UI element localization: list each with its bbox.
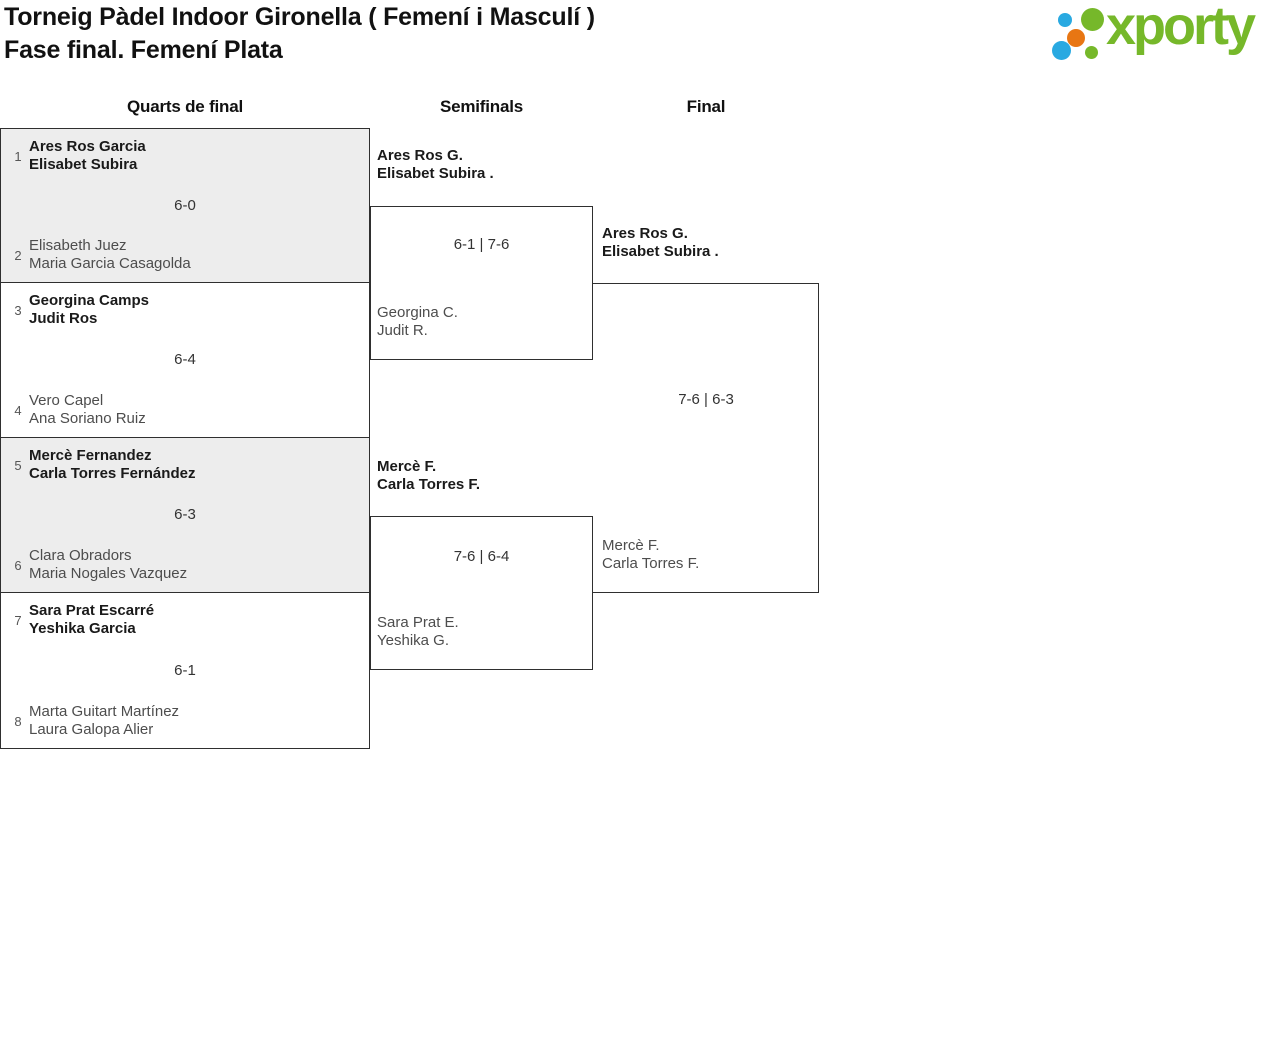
player-name: Marta Guitart Martínez	[29, 703, 180, 720]
player-name: Yeshika G.	[377, 632, 449, 649]
player-name: Georgina Camps	[29, 292, 150, 309]
player-name: Sara Prat E.	[377, 614, 459, 631]
player-name: Mercè Fernandez	[29, 447, 152, 464]
match-score: 7-6 | 6-3	[678, 391, 734, 408]
team-names: Sara Prat Escarré Yeshika Garcia	[29, 602, 154, 638]
logo-wordmark: xporty	[1106, 0, 1256, 56]
player-name: Elisabet Subira	[29, 156, 138, 173]
logo-dot-icon	[1067, 29, 1085, 47]
logo-dot-icon	[1058, 13, 1072, 27]
team-names: Ares Ros G. Elisabet Subira .	[602, 225, 719, 261]
team-names: Vero Capel Ana Soriano Ruiz	[29, 392, 146, 428]
player-name: Mercè F.	[377, 458, 437, 475]
player-name: Mercè F.	[602, 537, 660, 554]
seed-number: 4	[14, 402, 22, 418]
player-name: Yeshika Garcia	[29, 620, 136, 637]
player-name: Carla Torres F.	[602, 555, 700, 572]
match-score: 7-6 | 6-4	[453, 548, 510, 565]
team-names: Georgina C. Judit R.	[377, 304, 458, 340]
match-score: 6-1 | 7-6	[453, 236, 510, 253]
player-name: Maria Garcia Casagolda	[29, 255, 191, 272]
team-names: Ares Ros G. Elisabet Subira .	[377, 147, 494, 183]
quarterfinal-match-2: 3 Georgina Camps Judit Ros 6-4 4 Vero Ca…	[0, 282, 370, 438]
team-slot: 5 Mercè Fernandez Carla Torres Fernández	[7, 447, 363, 483]
logo-dot-icon	[1052, 41, 1071, 60]
team-slot: 3 Georgina Camps Judit Ros	[7, 292, 363, 328]
player-name: Elisabet Subira .	[377, 165, 494, 182]
match-score: 6-3	[174, 506, 196, 523]
team-names: Georgina Camps Judit Ros	[29, 292, 149, 328]
team-slot: 1 Ares Ros Garcia Elisabet Subira	[7, 138, 363, 174]
player-name: Ana Soriano Ruiz	[29, 410, 146, 427]
final-match-box	[593, 283, 819, 593]
phase-subtitle: Fase final. Femení Plata	[4, 36, 283, 64]
player-name: Ares Ros G.	[602, 225, 688, 242]
player-name: Sara Prat Escarré	[29, 602, 155, 619]
seed-number: 5	[14, 457, 22, 473]
team-names: Sara Prat E. Yeshika G.	[377, 614, 459, 650]
team-names: Ares Ros Garcia Elisabet Subira	[29, 138, 146, 174]
seed-number: 1	[14, 148, 22, 164]
xporty-logo[interactable]: xporty	[1048, 0, 1272, 76]
team-names: Clara Obradors Maria Nogales Vazquez	[29, 547, 187, 583]
team-names: Mercè F. Carla Torres F.	[602, 537, 699, 573]
round-header-semifinals: Semifinals	[439, 97, 524, 116]
player-name: Elisabet Subira .	[602, 243, 719, 260]
match-score: 6-0	[174, 196, 196, 214]
seed-number: 3	[14, 302, 22, 318]
player-name: Judit Ros	[29, 310, 98, 327]
player-name: Carla Torres F.	[377, 476, 481, 493]
quarterfinal-match-4: 7 Sara Prat Escarré Yeshika Garcia 6-1 8…	[0, 592, 370, 749]
player-name: Elisabeth Juez	[29, 237, 127, 254]
quarterfinal-match-1: 1 Ares Ros Garcia Elisabet Subira 6-0 2 …	[0, 128, 370, 283]
player-name: Georgina C.	[377, 304, 458, 321]
team-slot: 2 Elisabeth Juez Maria Garcia Casagolda	[7, 237, 363, 273]
team-names: Elisabeth Juez Maria Garcia Casagolda	[29, 237, 191, 273]
team-slot: 8 Marta Guitart Martínez Laura Galopa Al…	[7, 703, 363, 739]
seed-number: 8	[14, 713, 22, 729]
logo-dot-icon	[1085, 46, 1098, 59]
round-header-quarterfinals: Quarts de final	[126, 97, 244, 116]
team-names: Marta Guitart Martínez Laura Galopa Alie…	[29, 703, 179, 739]
player-name: Vero Capel	[29, 392, 104, 409]
round-header-final: Final	[686, 97, 726, 116]
player-name: Carla Torres Fernández	[29, 465, 196, 482]
player-name: Laura Galopa Alier	[29, 721, 154, 738]
logo-dot-icon	[1081, 8, 1104, 31]
seed-number: 6	[14, 557, 22, 573]
team-slot: 7 Sara Prat Escarré Yeshika Garcia	[7, 602, 363, 638]
player-name: Maria Nogales Vazquez	[29, 565, 188, 582]
tournament-title: Torneig Pàdel Indoor Gironella ( Femení …	[4, 3, 595, 31]
team-names: Mercè Fernandez Carla Torres Fernández	[29, 447, 195, 483]
page-header: Torneig Pàdel Indoor Gironella ( Femení …	[4, 1, 595, 67]
match-score: 6-1	[174, 661, 196, 679]
seed-number: 7	[14, 612, 22, 628]
player-name: Ares Ros Garcia	[29, 138, 146, 155]
semifinal-match-2-box	[370, 516, 593, 670]
seed-number: 2	[14, 247, 22, 263]
team-slot: 4 Vero Capel Ana Soriano Ruiz	[7, 392, 363, 428]
semifinal-match-1-box	[370, 206, 593, 360]
player-name: Judit R.	[377, 322, 428, 339]
player-name: Ares Ros G.	[377, 147, 463, 164]
team-slot: 6 Clara Obradors Maria Nogales Vazquez	[7, 547, 363, 583]
team-names: Mercè F. Carla Torres F.	[377, 458, 480, 494]
match-score: 6-4	[174, 351, 196, 368]
quarterfinal-match-3: 5 Mercè Fernandez Carla Torres Fernández…	[0, 437, 370, 593]
player-name: Clara Obradors	[29, 547, 132, 564]
